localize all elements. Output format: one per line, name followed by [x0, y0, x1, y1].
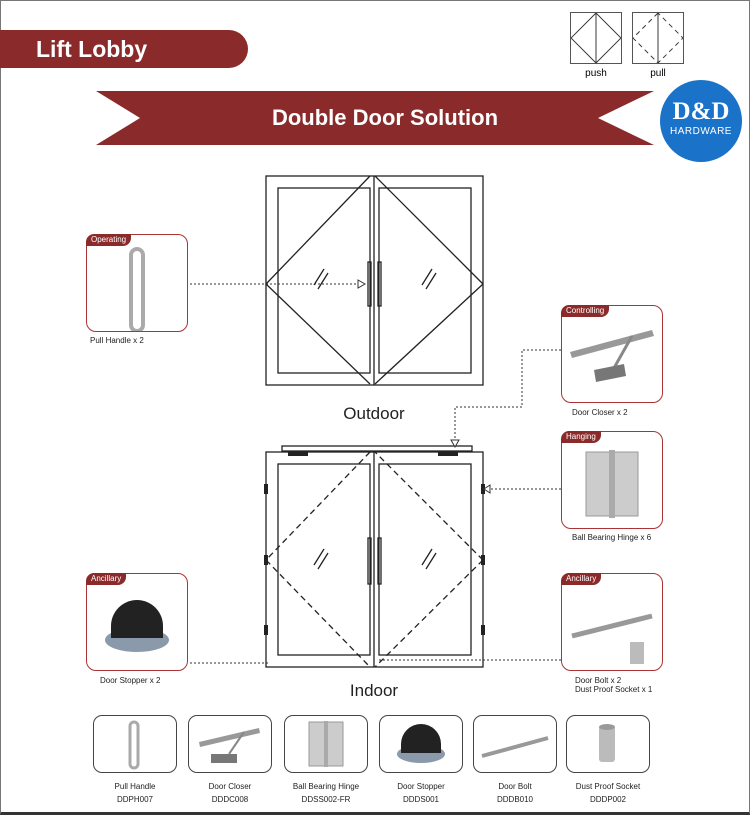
product-card-hinge[interactable] [284, 715, 368, 773]
hinge-icon [308, 721, 344, 767]
product-code: DDDS001 [402, 795, 439, 804]
product-card-door-closer[interactable] [188, 715, 272, 773]
indoor-label: Indoor [349, 681, 399, 700]
pull-handle-icon [129, 247, 145, 333]
callout-tag: Ancillary [561, 573, 602, 585]
product-card-door-stopper[interactable] [379, 715, 463, 773]
push-symbol-icon [570, 12, 622, 64]
product-code: DDPH007 [116, 795, 153, 804]
door-bolt-icon [571, 613, 653, 664]
hinge-icon [585, 450, 639, 518]
product-code: DDSS002-FR [301, 795, 351, 804]
product-code: DDDC008 [211, 795, 249, 804]
callout-caption: Pull Handle x 2 [90, 336, 144, 345]
logo-sub: HARDWARE [670, 126, 732, 137]
section-title: Lift Lobby [0, 30, 248, 68]
door-closer-icon [199, 728, 260, 763]
callout-caption: Door Bolt x 2 [575, 676, 622, 685]
product-code: DDDP002 [589, 795, 626, 804]
door-closer-icon [570, 330, 654, 382]
brand-logo: D&D HARDWARE [660, 80, 742, 162]
banner-ribbon [96, 91, 654, 145]
push-label: push [585, 68, 607, 79]
product-code: DDDB010 [496, 795, 533, 804]
pull-handle-icon [128, 720, 140, 770]
callout-operating: Operating [86, 234, 188, 333]
pull-symbol-icon [632, 12, 684, 64]
callout-controlling: Controlling [561, 305, 663, 403]
product-card-dust-socket[interactable] [566, 715, 650, 773]
pull-label: pull [650, 68, 666, 79]
callout-caption: Ball Bearing Hinge x 6 [572, 533, 652, 542]
door-stopper-icon [397, 724, 445, 763]
callout-ancillary-left: Ancillary [86, 573, 188, 671]
callout-hanging: Hanging [561, 431, 663, 529]
outdoor-label: Outdoor [343, 404, 405, 423]
callout-caption: Door Stopper x 2 [100, 676, 161, 685]
door-bolt-icon [481, 736, 549, 758]
door-stopper-icon [105, 600, 169, 652]
callout-caption: Door Closer x 2 [572, 408, 628, 417]
callout-ancillary-right: Ancillary [561, 573, 663, 671]
banner-title: Double Door Solution [271, 105, 499, 130]
callout-caption-2: Dust Proof Socket x 1 [575, 685, 653, 694]
callout-tag: Hanging [561, 431, 601, 443]
callout-tag: Ancillary [86, 573, 127, 585]
dust-socket-icon [599, 724, 615, 762]
product-card-door-bolt[interactable] [473, 715, 557, 773]
product-card-pull-handle[interactable] [93, 715, 177, 773]
logo-brand: D&D [672, 98, 730, 125]
callout-tag: Operating [86, 234, 132, 246]
callout-tag: Controlling [561, 305, 610, 317]
